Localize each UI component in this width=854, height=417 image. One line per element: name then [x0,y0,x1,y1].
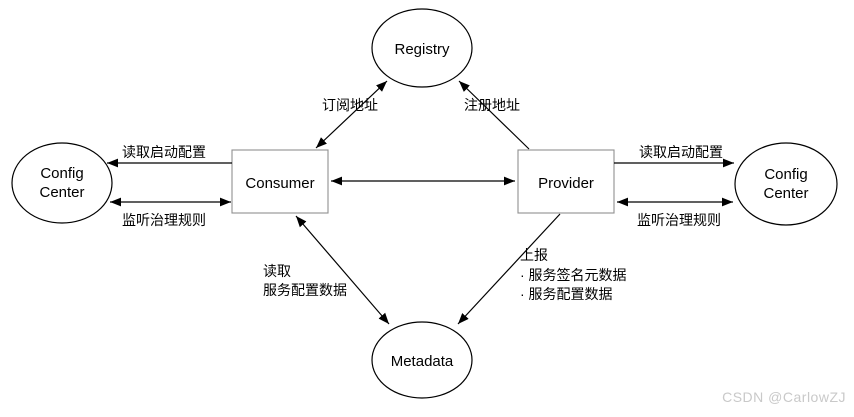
edge-label-subscribe-address: 订阅地址 [322,97,378,113]
edge-label-listen-governance-rules-left: 监听治理规则 [122,212,206,228]
edge-label-register-address: 注册地址 [464,97,520,113]
edge-label-read-startup-config-right: 读取启动配置 [639,144,723,160]
node-provider-shape [517,149,615,214]
node-consumer-shape [231,149,329,214]
csdn-watermark: CSDN @CarlowZJ [722,389,846,405]
node-provider-label: Provider [538,175,594,192]
edge-label-listen-governance-rules-right: 监听治理规则 [637,212,721,228]
edge-label-report-metadata: 上报 · 服务签名元数据 · 服务配置数据 [520,247,627,302]
node-registry-shape [371,8,473,88]
edge-label-read-service-config-data: 读取 服务配置数据 [263,263,347,298]
edge-provider-registry [458,80,530,150]
node-config-center-right-label: Config Center [763,166,809,202]
node-config-center-left-label: Config Center [39,165,85,201]
node-metadata-label: Metadata [390,353,454,370]
edge-label-read-startup-config-left: 读取启动配置 [122,144,206,160]
node-registry-label: Registry [394,41,450,58]
node-metadata-shape [371,321,473,399]
node-consumer-label: Consumer [245,175,315,192]
node-config-center-left-shape [11,142,113,224]
edge-consumer-metadata [295,215,390,325]
edge-consumer-registry [315,80,388,149]
node-config-center-right-shape [734,142,838,226]
edge-provider-metadata [457,213,561,325]
